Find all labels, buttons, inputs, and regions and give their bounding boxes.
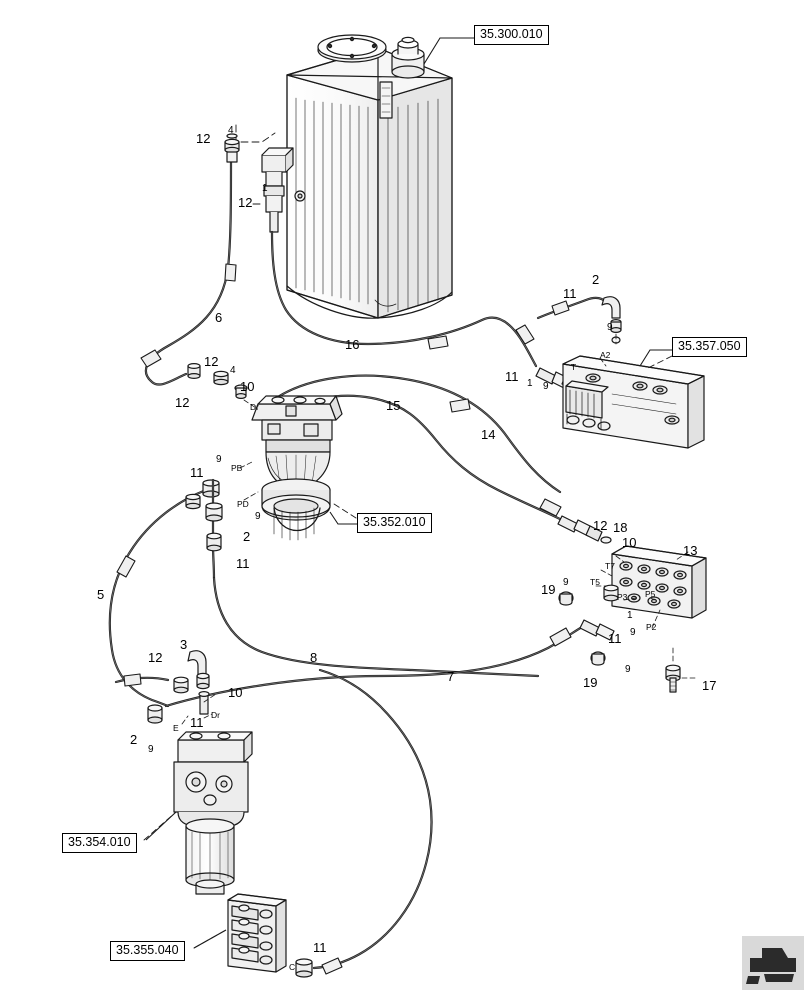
reference-box-35-352-010[interactable]: 35.352.010 <box>357 513 432 533</box>
swivel-joint-35-354-010 <box>173 731 253 895</box>
callout-2: 2 <box>130 732 138 747</box>
port-label-pb: PB <box>231 463 243 473</box>
hose-band <box>140 263 237 368</box>
callout-9: 9 <box>630 627 636 638</box>
hose-6-inner <box>145 159 232 385</box>
callout-11: 11 <box>236 556 250 571</box>
callout-9: 9 <box>563 577 569 588</box>
port-label-t: T <box>571 362 577 372</box>
callout-4: 4 <box>230 365 236 376</box>
callout-12: 12 <box>593 518 608 533</box>
callout-19: 19 <box>583 675 598 690</box>
callout-17: 17 <box>702 678 717 693</box>
callout-12: 12 <box>175 395 190 410</box>
callout-9: 9 <box>216 454 222 465</box>
orientation-icon <box>742 936 804 990</box>
hose-band <box>116 555 136 578</box>
callout-12: 12 <box>238 195 253 210</box>
callout-11: 11 <box>313 940 327 955</box>
port-label-p3: P3 <box>617 592 628 602</box>
callout-11: 11 <box>505 369 519 384</box>
port-label-dr: Dr <box>250 402 259 412</box>
callout-2: 2 <box>243 529 251 544</box>
fitting-hose5-motor <box>185 479 220 510</box>
callout-1: 1 <box>527 378 533 389</box>
callout-9: 9 <box>255 511 261 522</box>
reference-box-35-355-040[interactable]: 35.355.040 <box>110 941 185 961</box>
elbow-fitting-2 <box>601 296 622 344</box>
callout-10: 10 <box>228 685 243 700</box>
callout-5: 5 <box>97 587 105 602</box>
port-label-pd: PD <box>237 499 249 509</box>
port-label-dr: Dr <box>211 710 220 720</box>
hose-band <box>321 957 343 975</box>
port-label-p2: P2 <box>646 622 657 632</box>
callout-11: 11 <box>190 715 204 730</box>
swivel-top-fittings <box>147 650 210 724</box>
port-label-a2: A2 <box>600 350 611 360</box>
lower-valve-35-355-040 <box>227 893 287 973</box>
reference-box-35-354-010[interactable]: 35.354.010 <box>62 833 137 853</box>
callout-4: 4 <box>228 125 234 136</box>
tank-outlet-fittings <box>261 147 306 233</box>
callout-3: 3 <box>180 637 188 652</box>
plug-19-upper <box>558 591 574 606</box>
hose-band <box>427 324 535 350</box>
callout-12: 12 <box>196 131 211 146</box>
hose-band <box>449 398 471 413</box>
callout-13: 13 <box>683 543 698 558</box>
callout-9: 9 <box>625 664 631 675</box>
hose-band <box>549 627 572 647</box>
fitting-12-4-top <box>224 133 240 163</box>
callout-12: 12 <box>148 650 163 665</box>
callout-2: 2 <box>592 272 600 287</box>
callout-8: 8 <box>310 650 318 665</box>
motor-port-fittings <box>187 363 248 400</box>
hydraulic-tank <box>286 34 453 319</box>
bolt-17 <box>665 664 681 693</box>
callout-1: 1 <box>627 610 633 621</box>
callout-11: 11 <box>190 465 204 480</box>
callout-9: 9 <box>543 381 549 392</box>
callout-6: 6 <box>215 310 223 325</box>
plug-19-lower <box>590 651 606 666</box>
callout-15: 15 <box>386 398 401 413</box>
callout-7: 7 <box>447 669 455 684</box>
callout-10: 10 <box>622 535 637 550</box>
callout-11: 11 <box>608 631 622 646</box>
callout-1: 1 <box>262 183 268 194</box>
callout-10: 10 <box>240 379 255 394</box>
hose-band <box>539 498 562 517</box>
fitting-lower-valve-hose <box>295 958 313 978</box>
callout-16: 16 <box>345 337 360 352</box>
reference-box-35-300-010[interactable]: 35.300.010 <box>474 25 549 45</box>
port-label-t7: T7 <box>605 561 615 571</box>
fitting-pd <box>205 502 223 552</box>
hose-band <box>123 673 142 687</box>
callout-18: 18 <box>613 520 628 535</box>
callout-12: 12 <box>204 354 219 369</box>
reference-box-35-357-050[interactable]: 35.357.050 <box>672 337 747 357</box>
manifold-fittings <box>557 515 619 641</box>
callout-14: 14 <box>481 427 496 442</box>
swing-motor-35-352-010 <box>251 395 343 541</box>
port-label-e: E <box>173 723 179 733</box>
hose-band <box>551 300 570 316</box>
callout-9: 9 <box>148 744 154 755</box>
callout-9: 9 <box>607 322 613 333</box>
port-label-c: C <box>289 962 296 972</box>
control-valve-35-357-050 <box>562 355 705 449</box>
callout-11: 11 <box>563 286 577 301</box>
port-label-p5: P5 <box>645 589 656 599</box>
port-label-t5: T5 <box>590 577 600 587</box>
callout-19: 19 <box>541 582 556 597</box>
